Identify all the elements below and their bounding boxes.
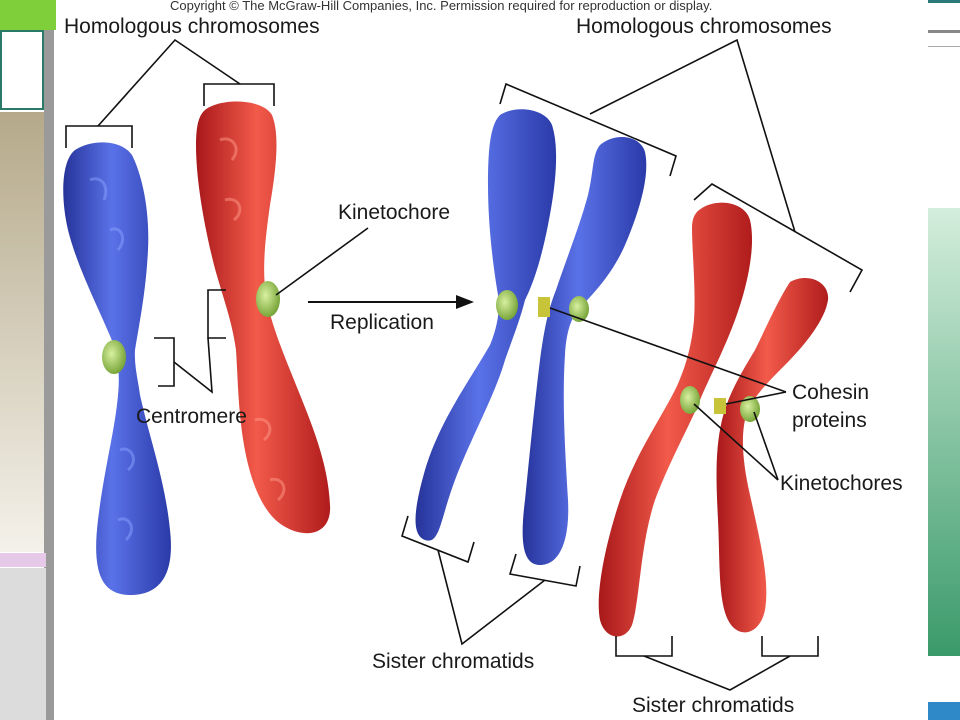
slide-left-pink — [0, 553, 46, 567]
slide-left-panel-upper — [0, 30, 44, 110]
right-blue-kinetochore-a — [496, 290, 518, 320]
left-red-chromosome — [196, 101, 331, 534]
label-kinetochore: Kinetochore — [338, 201, 451, 224]
right-red-kinetochore-a — [680, 386, 700, 414]
slide-right-line2 — [928, 30, 960, 33]
slide-left-panel-tan — [0, 112, 46, 552]
left-red-kinetochore — [256, 281, 280, 317]
right-red-cohesin — [714, 398, 726, 414]
slide-right-line3 — [928, 46, 960, 47]
label-homologous-chromosomes-left: Homologous chromosomes — [64, 15, 320, 38]
slide-left-rule — [44, 30, 54, 720]
label-sister-chromatids-bottom: Sister chromatids — [632, 694, 795, 717]
label-homologous-chromosomes-right: Homologous chromosomes — [576, 15, 832, 38]
left-blue-kinetochore — [102, 340, 126, 374]
annotation-lines — [65, 38, 864, 691]
slide-right-line1 — [928, 0, 960, 3]
right-blue-replicated-chromosome — [415, 109, 647, 565]
label-replication: Replication — [330, 311, 434, 334]
slide-left-panel-gray — [0, 568, 46, 720]
slide-left-accent-top — [0, 0, 56, 30]
label-sister-chromatids-middle: Sister chromatids — [372, 650, 535, 673]
label-centromere: Centromere — [136, 405, 247, 428]
left-blue-chromosome — [63, 142, 171, 595]
label-cohesin: Cohesin — [792, 381, 870, 404]
slide-right-blue — [928, 702, 960, 720]
right-blue-kinetochore-b — [569, 296, 589, 322]
right-blue-cohesin — [538, 297, 550, 317]
label-kinetochores: Kinetochores — [780, 472, 903, 495]
label-proteins: proteins — [792, 409, 867, 432]
right-red-replicated-chromosome — [598, 202, 829, 637]
copyright-notice: Copyright © The McGraw-Hill Companies, I… — [170, 0, 713, 13]
slide-right-green-panel — [928, 208, 960, 656]
replication-arrow — [308, 295, 474, 309]
